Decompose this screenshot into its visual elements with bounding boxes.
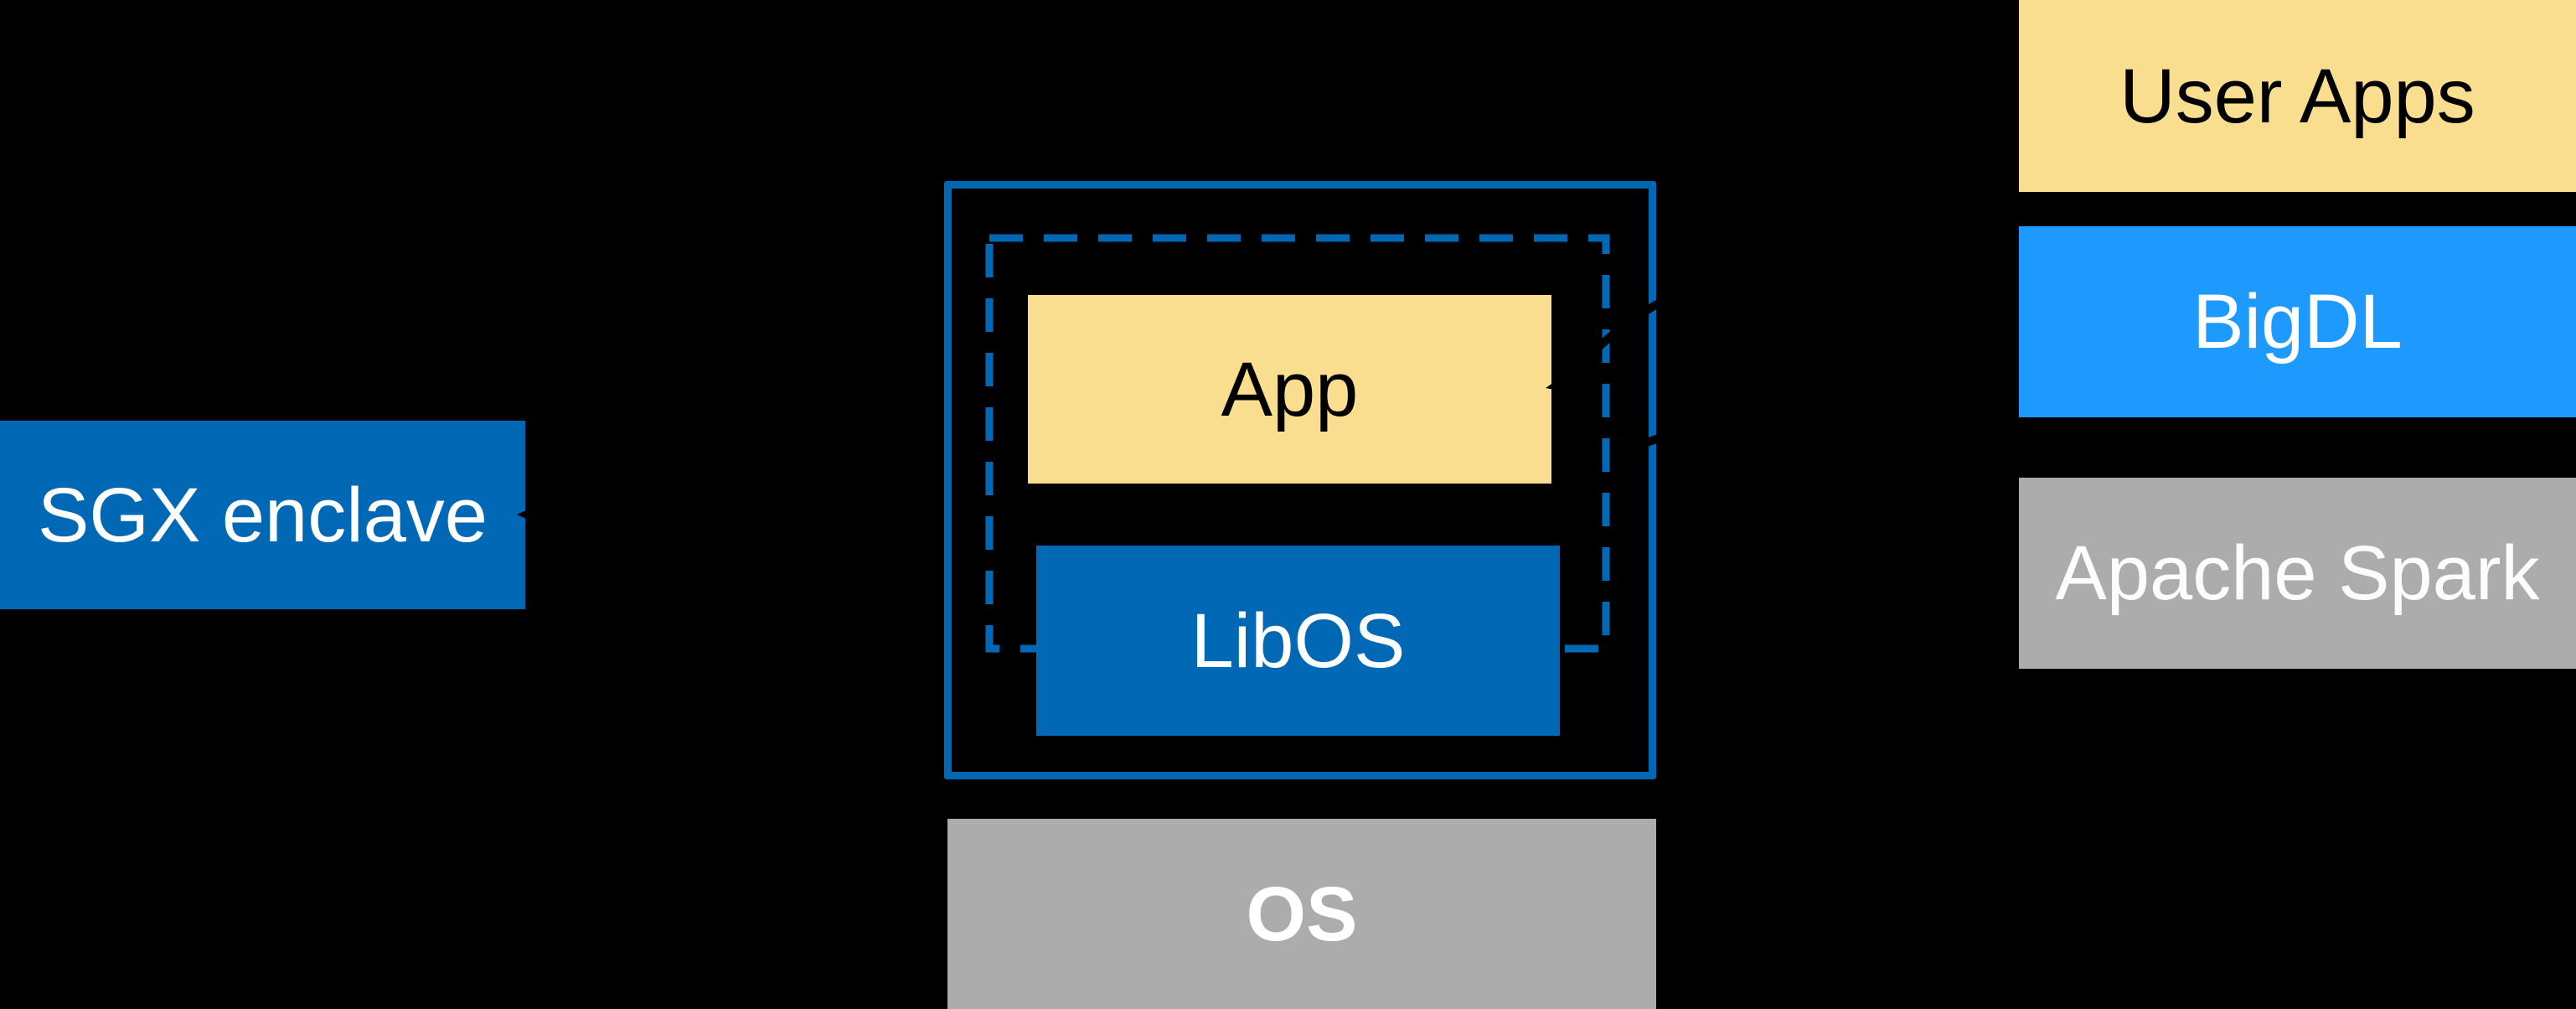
user-apps-label: User Apps — [2119, 53, 2475, 139]
app-label: App — [1221, 346, 1359, 432]
enclave-container-outline — [944, 181, 1656, 779]
apache-spark-box: Apache Spark — [2019, 478, 2576, 669]
bigdl-box: BigDL — [2019, 226, 2576, 417]
apache-spark-label: Apache Spark — [2055, 530, 2540, 616]
arrowhead-bigdl-to-app — [1546, 365, 1585, 396]
sgx-enclave-label-box: SGX enclave — [0, 421, 525, 609]
libos-box: LibOS — [1036, 546, 1560, 736]
app-box: App — [1028, 295, 1551, 484]
arrow-bigdl-to-app — [1565, 249, 2016, 382]
arrow-enclave-to-sgx-label — [550, 513, 939, 551]
libos-label: LibOS — [1190, 598, 1406, 684]
sgx-enclave-label: SGX enclave — [38, 472, 488, 558]
bigdl-label: BigDL — [2192, 279, 2403, 365]
arrow-bigdl-to-enclave — [1621, 352, 2016, 458]
os-box: OS — [947, 819, 1656, 1009]
arrowhead-enclave-to-sgx-label — [517, 499, 554, 531]
user-apps-box: User Apps — [2019, 0, 2576, 192]
os-label: OS — [1246, 871, 1358, 957]
arrowhead-bigdl-to-enclave — [1610, 439, 1647, 470]
